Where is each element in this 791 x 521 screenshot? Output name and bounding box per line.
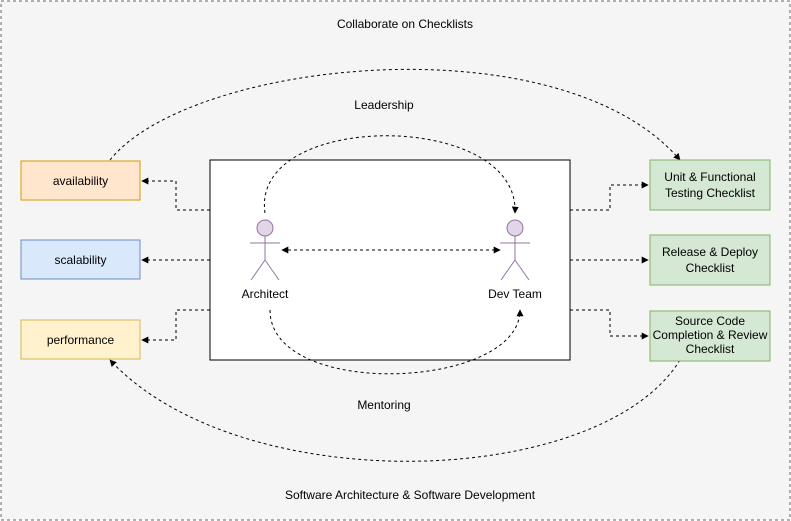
architect-label: Architect [242,287,289,301]
availability-connector [141,177,210,211]
unit-testing-line2: Testing Checklist [665,186,756,200]
unit-testing-line1: Unit & Functional [664,170,755,184]
team-box [209,159,571,361]
performance-connector [141,309,210,344]
release-line2: Checklist [686,261,735,275]
scalability-label: scalability [54,253,106,267]
source-code-line2: Completion & Review [653,328,768,342]
development-connector [109,359,681,462]
source-code-line1: Source Code [675,314,745,328]
source-code-box [649,310,771,362]
source-code-line3: Checklist [686,342,735,356]
unit-testing-connector [570,181,649,211]
release-line1: Release & Deploy [662,245,758,259]
mentoring-label: Mentoring [357,398,410,412]
performance-box [20,319,141,360]
leadership-label: Leadership [354,98,414,112]
release-box [649,234,771,286]
collaborate-label: Collaborate on Checklists [337,17,473,31]
dev-team-actor-icon [500,219,530,281]
architect-actor-icon [250,219,280,281]
unit-testing-box [649,159,771,211]
footer-label: Software Architecture & Software Develop… [285,488,536,502]
leadership-connector [264,135,519,214]
source-code-connector [570,309,649,340]
dev-team-label: Dev Team [488,287,542,301]
availability-label: availability [53,174,108,188]
performance-label: performance [47,333,115,347]
availability-box [20,160,141,201]
scalability-box [20,239,141,280]
